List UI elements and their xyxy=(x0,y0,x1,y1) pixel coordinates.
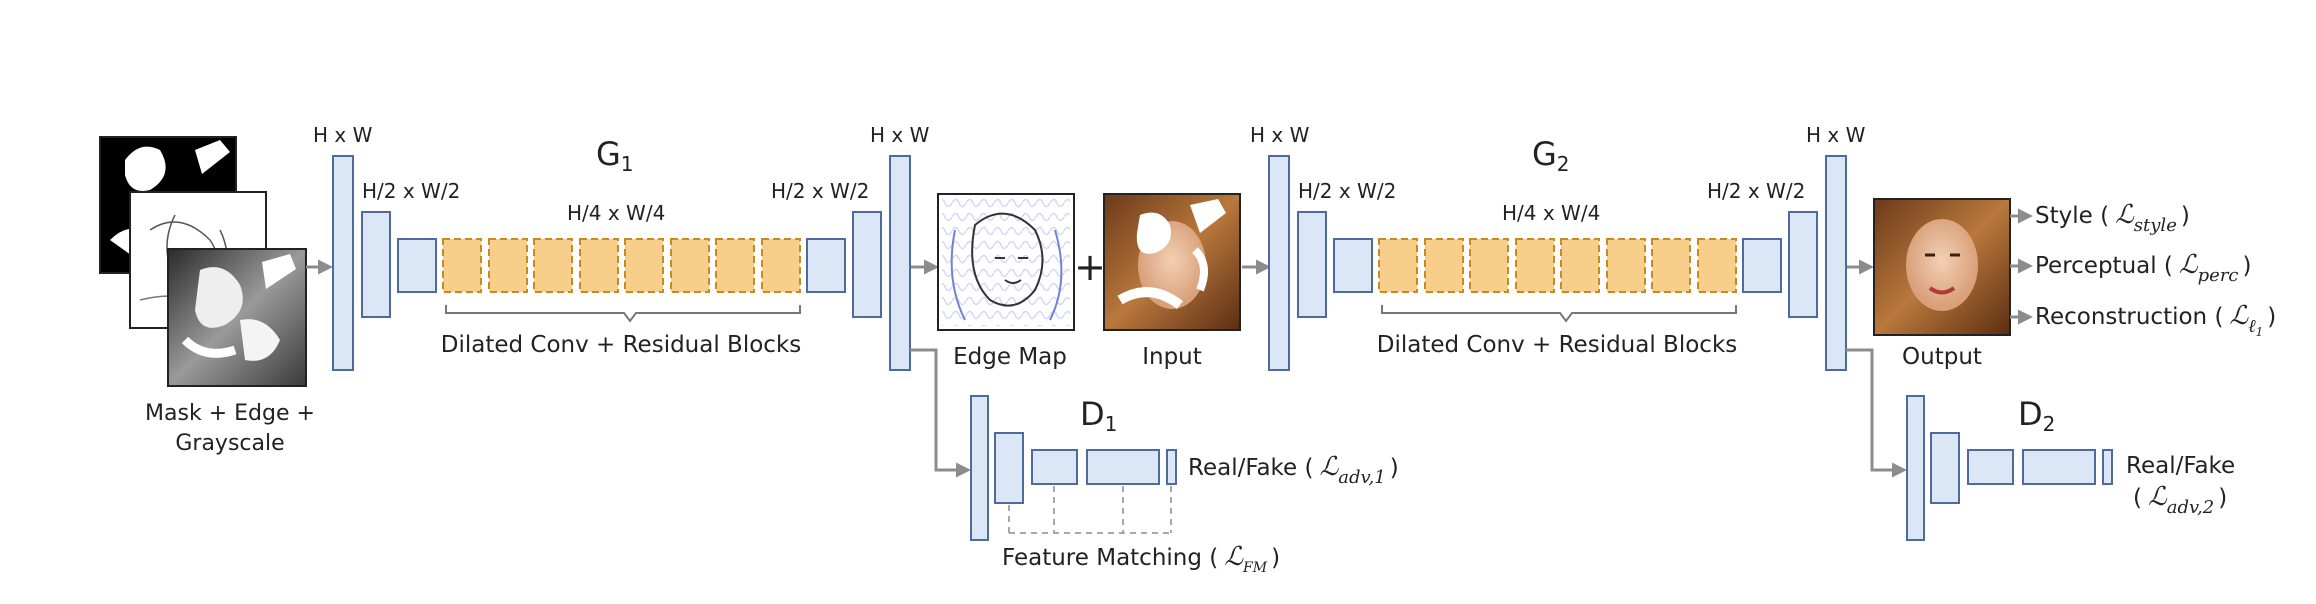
g2-residual-block xyxy=(1606,238,1646,293)
d1-conv-5 xyxy=(1166,449,1177,485)
d2-conv-3 xyxy=(1967,449,2014,485)
output-label: Output xyxy=(1902,344,1982,370)
d2-output-label-line2: (ℒadv,2) xyxy=(2133,482,2227,518)
discriminator-2: D2 Real/Fake (ℒadv,2) xyxy=(1906,395,2235,541)
g1-residual-block xyxy=(533,238,573,293)
g2-residual-block xyxy=(1378,238,1418,293)
d2-conv-4 xyxy=(2022,449,2096,485)
d2-conv-1 xyxy=(1906,395,1925,541)
g1-residual-block xyxy=(624,238,664,293)
g2-decoder-conv-2 xyxy=(1788,211,1818,318)
grayscale-image xyxy=(167,248,307,387)
g1-dim-full-in: H x W xyxy=(313,123,373,147)
generator-2: G2 H x W H/2 x W/2 H/4 x W/4 Dilated Con… xyxy=(1250,123,1866,371)
g1-title: G1 xyxy=(596,135,634,176)
g2-dim-full-in: H x W xyxy=(1250,123,1310,147)
d1-output-label: Real/Fake (ℒadv,1) xyxy=(1188,452,1399,488)
g1-dim-full-out: H x W xyxy=(870,123,930,147)
g2-residual-block xyxy=(1697,238,1737,293)
g1-residual-block xyxy=(442,238,482,293)
d2-output-label-line1: Real/Fake xyxy=(2126,453,2235,479)
d1-conv-2 xyxy=(994,432,1024,504)
g1-residual-block xyxy=(670,238,710,293)
g2-blocks-label: Dilated Conv + Residual Blocks xyxy=(1377,332,1738,358)
g1-residual-block xyxy=(715,238,755,293)
d2-conv-2 xyxy=(1930,432,1960,504)
d2-title: D2 xyxy=(2018,395,2055,436)
edge-map: Edge Map xyxy=(937,193,1075,370)
g1-encoder-conv-2 xyxy=(361,211,391,318)
g1-blocks-label: Dilated Conv + Residual Blocks xyxy=(441,332,802,358)
g1-decoder-conv-3 xyxy=(889,155,911,371)
g2-dim-quarter: H/4 x W/4 xyxy=(1502,201,1600,225)
perceptual-loss: Perceptual (ℒperc) xyxy=(2035,250,2252,286)
feature-matching-label: Feature Matching (ℒFM) xyxy=(1002,542,1280,576)
g2-decoder-conv-3 xyxy=(1825,155,1847,371)
g1-residual-block xyxy=(488,238,528,293)
style-loss: Style (ℒstyle) xyxy=(2035,200,2190,236)
discriminator-1: D1 Real/Fake (ℒadv,1) Feature Matching (… xyxy=(970,395,1399,576)
generator-1: G1 H x W H/2 x W/2 H/4 x W/4 Dilated Con… xyxy=(313,123,930,371)
g2-encoder-conv-2 xyxy=(1297,211,1327,318)
output: Output xyxy=(1873,198,2011,370)
edge-map-label: Edge Map xyxy=(953,344,1067,370)
g2-dim-half-in: H/2 x W/2 xyxy=(1298,179,1396,203)
masked-input: Input xyxy=(1103,193,1241,370)
d1-conv-4 xyxy=(1086,449,1160,485)
g2-residual-block xyxy=(1651,238,1691,293)
g1-residual-blocks xyxy=(442,238,801,293)
input-stack-label-line2: Grayscale xyxy=(175,431,284,456)
arrow-g1-to-d1 xyxy=(910,348,971,478)
reconstruction-loss: Reconstruction (ℒℓ1) xyxy=(2035,301,2276,339)
d2-conv-5 xyxy=(2102,449,2113,485)
d1-conv-3 xyxy=(1031,449,1078,485)
g2-encoder-conv-1 xyxy=(1268,155,1290,371)
g2-encoder-conv-3 xyxy=(1333,238,1373,293)
g2-title: G2 xyxy=(1532,135,1570,176)
g1-encoder-conv-1 xyxy=(332,155,354,371)
input-stack: Mask + Edge + Grayscale xyxy=(99,136,315,456)
g1-blocks-brace xyxy=(445,305,801,323)
g2-dim-half-out: H/2 x W/2 xyxy=(1707,179,1805,203)
g1-dim-quarter: H/4 x W/4 xyxy=(567,201,665,225)
plus-sign: + xyxy=(1074,245,1106,289)
g2-residual-blocks xyxy=(1378,238,1737,293)
g1-decoder-conv-2 xyxy=(852,211,882,318)
g1-dim-half-in: H/2 x W/2 xyxy=(362,179,460,203)
input-stack-label-line1: Mask + Edge + xyxy=(145,401,315,426)
g2-dim-full-out: H x W xyxy=(1806,123,1866,147)
d1-feature-matching-links xyxy=(1008,486,1172,534)
g2-residual-block xyxy=(1424,238,1464,293)
g2-decoder-conv-1 xyxy=(1742,238,1782,293)
g1-residual-block xyxy=(761,238,801,293)
g1-decoder-conv-1 xyxy=(806,238,846,293)
g1-residual-block xyxy=(579,238,619,293)
d1-conv-1 xyxy=(970,395,989,541)
masked-input-label: Input xyxy=(1142,344,1202,370)
g2-residual-block xyxy=(1469,238,1509,293)
g1-dim-half-out: H/2 x W/2 xyxy=(771,179,869,203)
arrow-g2-to-d2 xyxy=(1846,348,1907,478)
d1-title: D1 xyxy=(1080,395,1117,436)
g2-residual-block xyxy=(1515,238,1555,293)
g2-blocks-brace xyxy=(1381,305,1737,323)
g1-encoder-conv-3 xyxy=(397,238,437,293)
g2-residual-block xyxy=(1560,238,1600,293)
